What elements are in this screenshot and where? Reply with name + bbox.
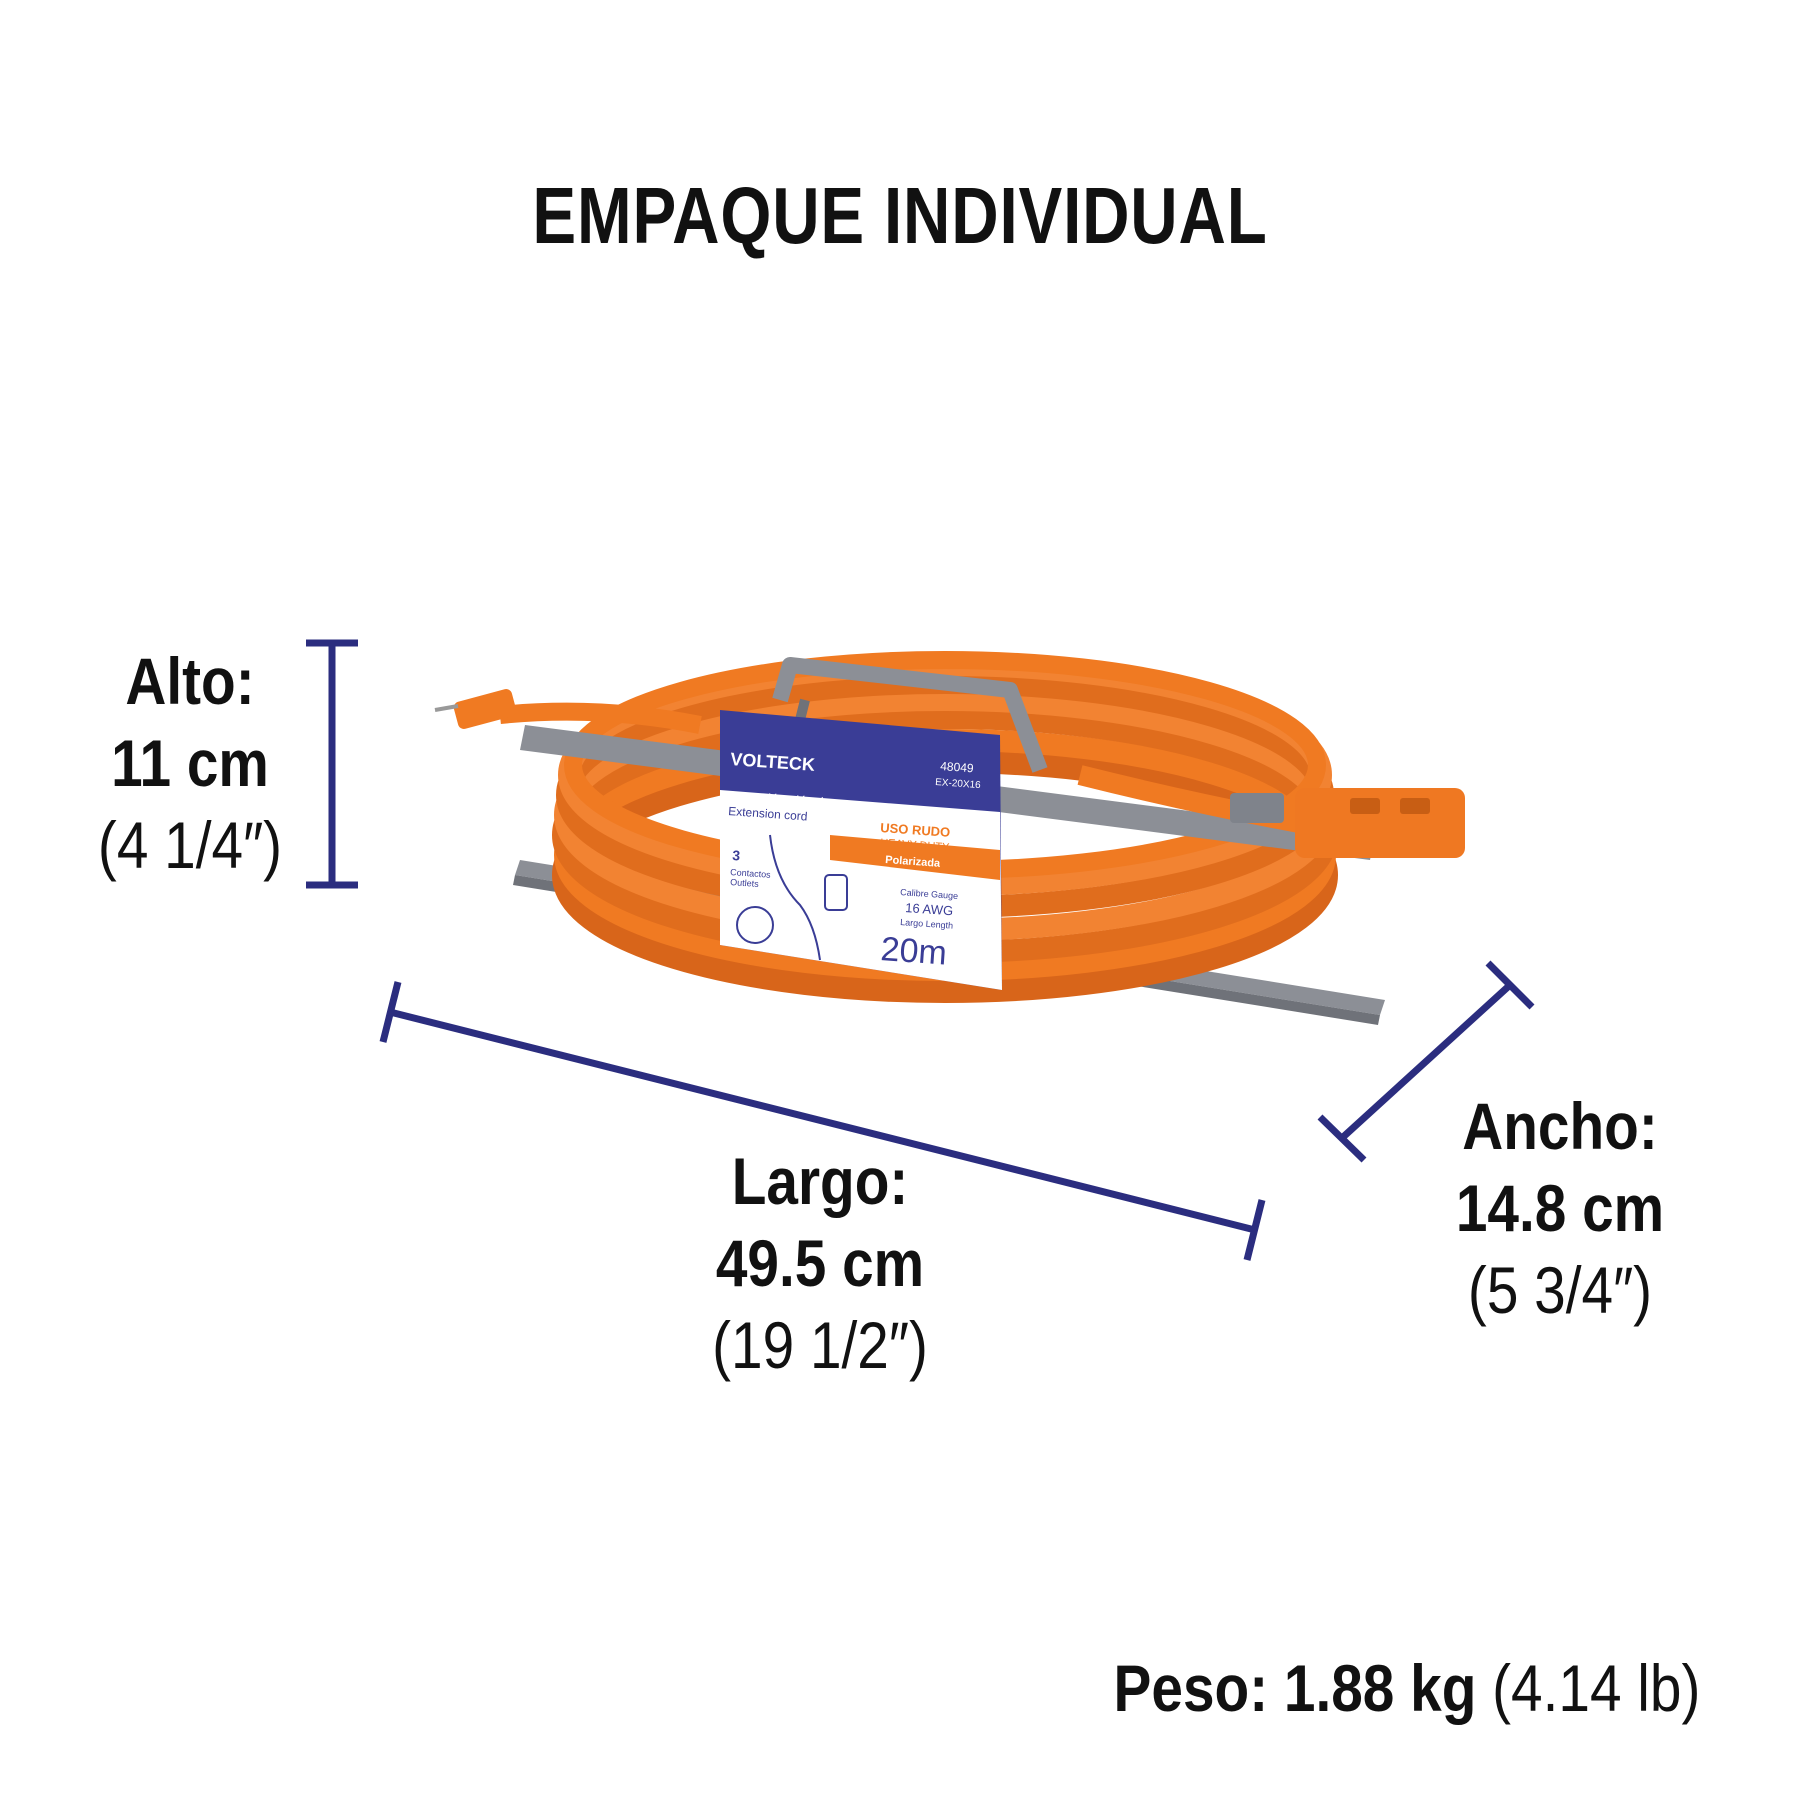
cord-outlet-end bbox=[1077, 765, 1465, 858]
height-imperial: (4 1/4″) bbox=[97, 808, 283, 882]
height-label: Alto: bbox=[125, 644, 255, 718]
outlets-es: Contactos bbox=[730, 867, 772, 880]
outlets-en: Outlets bbox=[730, 877, 760, 889]
length-dimension: Largo: 49.5 cm (19 1/2″) bbox=[708, 1140, 932, 1386]
width-metric: 14.8 cm bbox=[1455, 1171, 1665, 1245]
height-metric: 11 cm bbox=[111, 726, 269, 800]
polarized-es: Polarizada bbox=[885, 854, 942, 870]
product-name-en: Extension cord bbox=[728, 804, 808, 824]
outlets-count: 3 bbox=[732, 847, 741, 864]
height-dimension: Alto: 11 cm (4 1/4″) bbox=[87, 640, 293, 886]
weight-label: Peso: bbox=[1113, 1651, 1268, 1725]
height-dimension-line bbox=[306, 639, 358, 889]
width-imperial: (5 3/4″) bbox=[1467, 1253, 1653, 1327]
length-dim-label: Largo: bbox=[731, 1144, 909, 1218]
duty-en: HEAVY DUTY bbox=[880, 837, 951, 854]
length-value: 20m bbox=[879, 930, 948, 973]
weight-metric: 1.88 kg bbox=[1283, 1651, 1476, 1725]
length-dimension-line bbox=[379, 981, 1266, 1261]
cord-drawing-icon bbox=[769, 834, 821, 961]
gauge-value: 16 AWG bbox=[905, 900, 954, 918]
page-title: EMPAQUE INDIVIDUAL bbox=[532, 171, 1268, 260]
product-label: VOLTECK 48049 EX-20X16 Extensión eléctri… bbox=[720, 710, 1002, 990]
product-code: 48049 bbox=[940, 759, 975, 775]
weight-imperial: (4.14 lb) bbox=[1491, 1651, 1700, 1725]
width-label: Ancho: bbox=[1462, 1089, 1658, 1163]
plug-drawing-icon bbox=[824, 874, 848, 911]
warranty-seal-icon bbox=[736, 906, 774, 944]
length-dim-imperial: (19 1/2″) bbox=[712, 1308, 928, 1382]
width-dimension-line bbox=[1317, 960, 1535, 1163]
polarized-en: Polarized bbox=[885, 868, 927, 882]
width-dimension: Ancho: 14.8 cm (5 3/4″) bbox=[1440, 1085, 1681, 1331]
duty-es: USO RUDO bbox=[880, 820, 951, 840]
length-dim-metric: 49.5 cm bbox=[715, 1226, 925, 1300]
product-model: EX-20X16 bbox=[935, 777, 982, 791]
gauge-label: Calibre Gauge bbox=[900, 887, 959, 901]
length-label: Largo Length bbox=[900, 917, 954, 931]
weight-info: Peso: 1.88 kg (4.14 lb) bbox=[1113, 1650, 1700, 1726]
cord-plug-end bbox=[434, 689, 702, 734]
